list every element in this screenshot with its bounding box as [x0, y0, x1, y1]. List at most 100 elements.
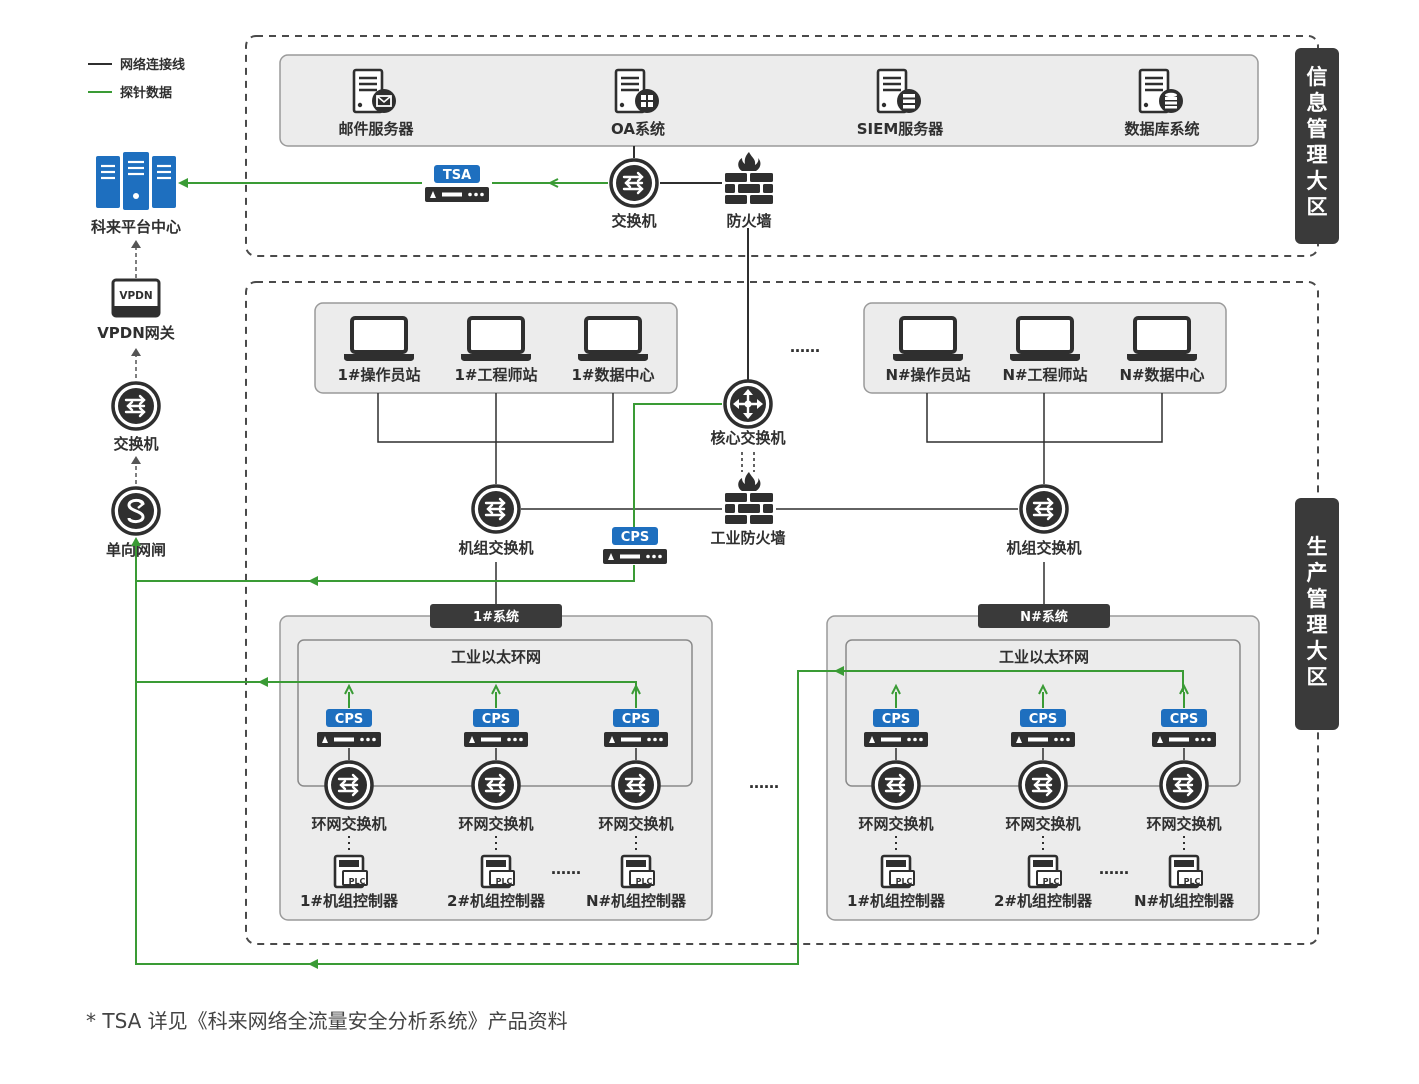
systemN-ring-switch-icon-2: [1018, 760, 1068, 810]
footnote: * TSA 详见《科来网络全流量安全分析系统》产品资料: [86, 1009, 568, 1033]
info-zone-label: 信息管理大区: [1295, 48, 1339, 244]
probe-data-lines: [135, 403, 1184, 965]
group1-datacenter-label: 1#数据中心: [571, 366, 654, 384]
system1-ring-title: 工业以太环网: [451, 648, 541, 666]
system1-cps-probe-2: [464, 732, 528, 747]
systemN-controller-label-1: 1#机组控制器: [847, 892, 946, 910]
systemN-ring-switch-label-3: 环网交换机: [1146, 815, 1221, 833]
system1-node-2: CPS 环网交换机 PLC 2#机组控制器: [447, 683, 546, 910]
production-zone-label: 生产管理大区: [1295, 498, 1339, 730]
systemN-controller-label-2: 2#机组控制器: [994, 892, 1093, 910]
oa-system-label: OA系统: [611, 120, 665, 138]
system1-controller-label-2: 2#机组控制器: [447, 892, 546, 910]
system1-ring-switch-label-1: 环网交换机: [311, 815, 386, 833]
group1-station-bus: [377, 393, 614, 484]
systemN-ring-switch-icon-3: [1159, 760, 1209, 810]
info-firewall-icon: [725, 152, 773, 204]
systemN-plc-badge-3: PLC: [1184, 877, 1201, 886]
system1-cps-arrow-2: [491, 683, 501, 695]
system1-plc-badge-2: PLC: [496, 877, 513, 886]
system1-ring-switch-label-3: 环网交换机: [598, 815, 673, 833]
systems-ellipsis: ……: [749, 774, 779, 792]
systemN-cps-badge-label-1: CPS: [882, 712, 910, 727]
tsa-probe: TSA: [425, 165, 489, 202]
systemN-cps-probe-3: [1152, 732, 1216, 747]
systemN-node-2: CPS 环网交换机 PLC 2#机组控制器: [994, 683, 1093, 910]
groupN-operator-label: N#操作员站: [885, 366, 970, 384]
group1-engineer-label: 1#工程师站: [454, 366, 537, 384]
systemN-plc-badge-2: PLC: [1043, 877, 1060, 886]
central-cps-badge-label: CPS: [621, 530, 649, 545]
central-cps-badge: [612, 527, 658, 545]
system1-cps-badge-3: [613, 709, 659, 727]
unit-switch-1-label: 机组交换机: [458, 539, 533, 557]
left-switch-label: 交换机: [113, 435, 158, 453]
systemN-cps-arrow-2: [1038, 683, 1048, 695]
systemN-controller-ellipsis: ……: [1099, 860, 1129, 878]
systemN-title-tab: N#系统: [978, 604, 1110, 628]
info-switch-icon: [609, 158, 659, 208]
legend-network-label: 网络连接线: [120, 57, 185, 73]
groupN-operator-station: N#操作员站: [885, 316, 971, 384]
database-system-label: 数据库系统: [1124, 120, 1199, 138]
systemN-title: N#系统: [1020, 609, 1068, 625]
group1-engineer-station: 1#工程师站: [454, 316, 538, 384]
vpdn-gateway-icon: VPDN: [111, 278, 161, 318]
oa-system: OA系统: [611, 68, 665, 138]
system1-ring-switch-label-2: 环网交换机: [458, 815, 533, 833]
server-panel: [279, 54, 1259, 147]
vpdn-badge: VPDN: [119, 290, 152, 302]
system1-cps-arrow-1: [344, 683, 354, 695]
svg-text:信息管理大区: 信息管理大区: [1307, 65, 1328, 219]
systemN-cps-badge-label-2: CPS: [1029, 712, 1057, 727]
groupN-engineer-label: N#工程师站: [1002, 366, 1087, 384]
info-zone-frame: [245, 35, 1319, 257]
systemN-cps-badge-1: [873, 709, 919, 727]
systemN-node-1: CPS 环网交换机 PLC 1#机组控制器: [847, 683, 946, 910]
probe-arrowheads: [131, 537, 844, 969]
production-zone-frame: [245, 281, 1319, 945]
info-firewall-label: 防火墙: [726, 212, 771, 230]
systemN-plc-badge-1: PLC: [896, 877, 913, 886]
system1-plc-badge-1: PLC: [349, 877, 366, 886]
system1-plc-badge-3: PLC: [636, 877, 653, 886]
siem-server-label: SIEM服务器: [857, 120, 945, 138]
systemN-ring-switch-icon-1: [871, 760, 921, 810]
groupN-station-bus: [926, 393, 1163, 484]
system1-controller-label-3: N#机组控制器: [586, 892, 687, 910]
core-switch-icon: [723, 379, 773, 429]
groupN-engineer-station: N#工程师站: [1002, 316, 1088, 384]
systemN-ring-switch-label-2: 环网交换机: [1005, 815, 1080, 833]
info-switch-label: 交换机: [611, 212, 656, 230]
tsa-badge-label: TSA: [443, 168, 471, 183]
one-way-gateway-icon: [111, 486, 161, 536]
unit-switch-N-label: 机组交换机: [1006, 539, 1081, 557]
systemN-node-3: CPS 环网交换机 PLC N#机组控制器: [1134, 683, 1235, 910]
system1-ring-switch-icon-1: [324, 760, 374, 810]
platform-label: 科来平台中心: [91, 218, 181, 236]
mail-server: 邮件服务器: [338, 68, 414, 138]
left-switch-icon: [111, 381, 161, 431]
stations-ellipsis: ……: [790, 338, 820, 356]
industrial-firewall-label: 工业防火墙: [710, 529, 785, 547]
vpdn-gateway-label: VPDN网关: [97, 324, 175, 342]
tsa-badge: [434, 165, 480, 183]
core-switch-label: 核心交换机: [710, 429, 785, 447]
systemN-ring-switch-label-1: 环网交换机: [858, 815, 933, 833]
groupN-datacenter-label: N#数据中心: [1119, 366, 1204, 384]
systemN-cps-badge-2: [1020, 709, 1066, 727]
systemN-cps-badge-label-3: CPS: [1170, 712, 1198, 727]
systemN-cps-probe-2: [1011, 732, 1075, 747]
system1-ring-switch-icon-2: [471, 760, 521, 810]
systemN-cps-probe-1: [864, 732, 928, 747]
system1-cps-probe-3: [604, 732, 668, 747]
system1-cps-badge-1: [326, 709, 372, 727]
group1-data-center: 1#数据中心: [571, 316, 655, 384]
industrial-firewall-icon: [725, 472, 773, 524]
systemN-ring-nodes: CPS 环网交换机 PLC 1#机组控制器 CPS 环网交换机 PLC 2#机组控制器 CPS 环…: [847, 683, 1235, 910]
systemN-controller-label-3: N#机组控制器: [1134, 892, 1235, 910]
systemN-ring-title: 工业以太环网: [999, 648, 1089, 666]
system1-cps-badge-label-2: CPS: [482, 712, 510, 727]
